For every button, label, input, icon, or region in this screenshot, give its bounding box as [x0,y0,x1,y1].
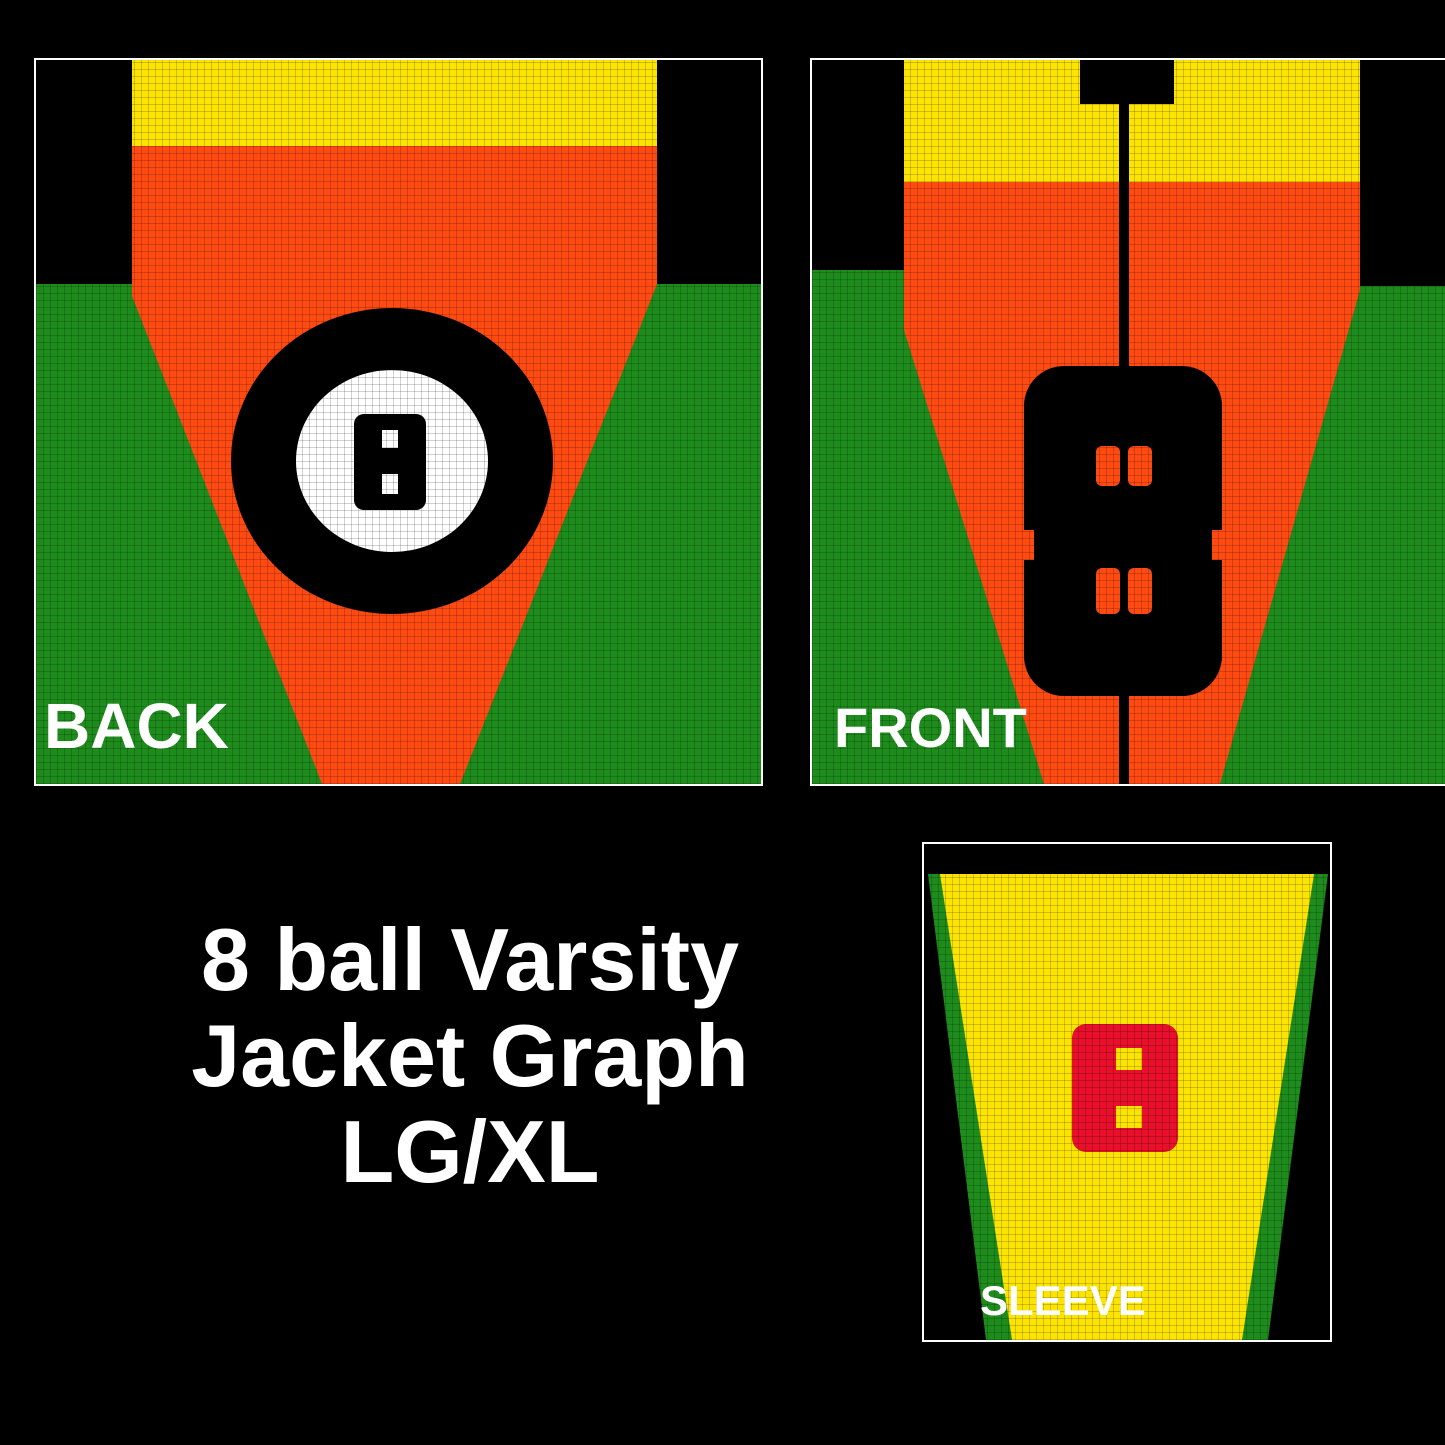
front-label: FRONT [834,696,1027,759]
sleeve-panel: SLEEVE [922,842,1332,1342]
back-right-black-block [657,60,761,284]
title-line-1: 8 ball Varsity [200,910,740,1009]
back-yellow-band [132,60,657,146]
front-left-black-block [812,60,904,270]
sleeve-label: SLEEVE [980,1277,1146,1324]
title-line-3: LG/XL [340,1102,600,1201]
back-graph [36,60,761,784]
sleeve-right-green-stripe [1242,874,1328,1340]
front-panel: FRONT [810,58,1445,786]
sleeve-eight-number [1072,1024,1178,1152]
front-graph [812,60,1445,784]
title-line-2: Jacket Graph [191,1006,749,1105]
zipper-top-block [1080,60,1174,104]
sleeve-graph [924,844,1330,1340]
back-label: BACK [44,690,229,762]
front-eight-number [1022,366,1224,696]
back-panel: BACK [34,58,763,786]
front-right-black-block [1360,60,1445,286]
title-block: 8 ball Varsity Jacket Graph LG/XL [60,912,880,1200]
eight-ball-number [354,414,426,510]
back-left-black-block [36,60,132,284]
